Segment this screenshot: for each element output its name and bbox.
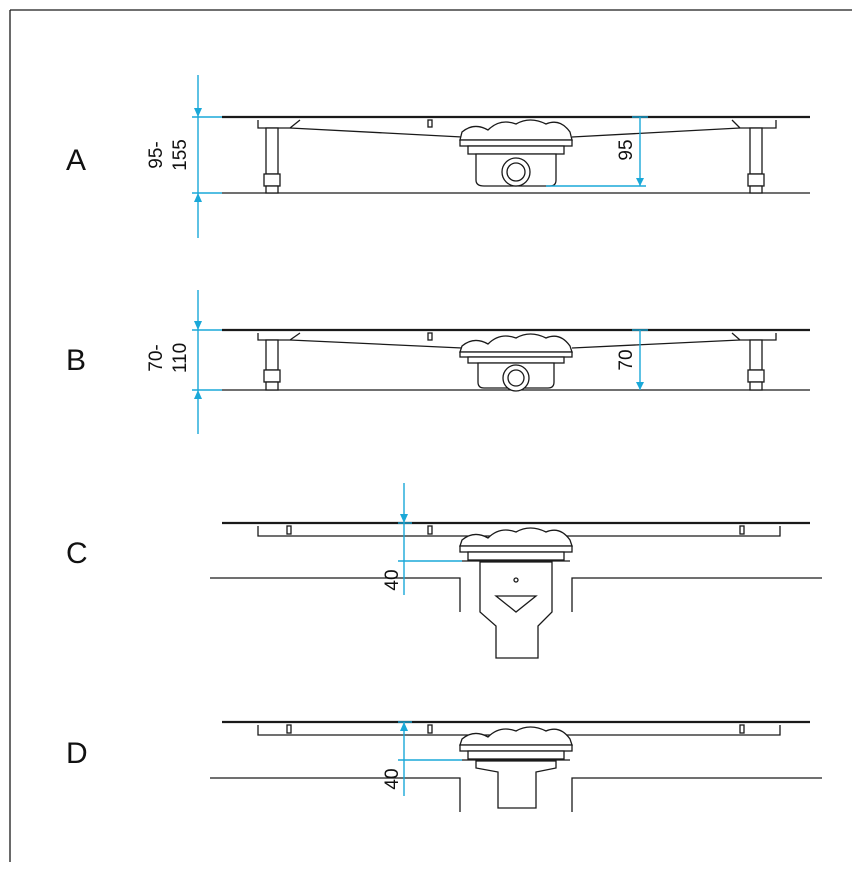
drain-flange xyxy=(459,139,573,147)
drain-cover xyxy=(459,527,573,547)
dim-arrow-top xyxy=(194,108,202,117)
frame-slope-right xyxy=(571,127,741,138)
leg-right xyxy=(749,127,763,175)
drain-seal xyxy=(467,750,565,760)
drain-seal xyxy=(467,356,565,364)
leg-right-foot xyxy=(747,173,765,187)
frame-right-bracket xyxy=(731,332,777,341)
drain-cover xyxy=(459,333,573,353)
dim-arrow-bottom xyxy=(194,390,202,399)
dim-height-text: 70 xyxy=(616,349,637,370)
leg-left-base xyxy=(265,381,279,391)
leg-left-foot xyxy=(263,173,281,187)
leg-right xyxy=(749,339,763,371)
dim-arrow-top xyxy=(400,722,408,731)
drain-outlet-inner xyxy=(506,162,526,182)
dim-range-top-text: 70- xyxy=(146,344,167,371)
dim-height-text: 40 xyxy=(382,569,403,590)
drain-outlet xyxy=(502,364,530,392)
variant-b: B 70- 110 70 xyxy=(66,290,810,434)
drain-flange xyxy=(459,545,573,553)
variant-a-label: A xyxy=(66,144,86,177)
drain-trap-hole xyxy=(513,577,519,583)
dim-height-arrow xyxy=(636,178,644,186)
floor-left xyxy=(210,777,461,812)
leg-left-foot xyxy=(263,369,281,383)
floor-right xyxy=(571,777,822,812)
dim-arrow-bottom xyxy=(194,193,202,202)
leg-right-base xyxy=(749,381,763,391)
drain-body xyxy=(479,561,553,659)
variant-b-label: B xyxy=(66,344,86,377)
variant-a: A 95- 155 xyxy=(66,75,810,238)
drain-flange xyxy=(459,351,573,358)
dim-height-text: 95 xyxy=(616,139,637,160)
dim-range-bottom-text: 155 xyxy=(170,139,191,171)
frame-tab xyxy=(427,119,433,128)
variant-c: C 40 xyxy=(66,483,822,659)
frame-slope-left xyxy=(289,127,463,138)
frame-slope-left xyxy=(289,339,463,349)
dim-height-text: 40 xyxy=(382,768,403,789)
variant-d-label: D xyxy=(66,737,88,770)
leg-right-foot xyxy=(747,369,765,383)
floor-left xyxy=(210,577,461,612)
dim-height-arrow xyxy=(636,382,644,390)
frame-tab-right xyxy=(739,724,745,734)
frame-tab xyxy=(427,332,433,341)
frame-tab-mid xyxy=(427,724,433,734)
leg-left xyxy=(265,127,279,175)
variant-c-label: C xyxy=(66,537,88,570)
drain-outlet xyxy=(501,157,531,187)
frame-left-bracket xyxy=(257,332,301,341)
frame-tab-left xyxy=(286,724,292,734)
drain-cover xyxy=(459,119,573,141)
drain-body xyxy=(475,760,557,809)
dim-range-top-text: 95- xyxy=(146,141,167,168)
drain-cover xyxy=(459,726,573,746)
frame-tab-mid xyxy=(427,525,433,535)
frame-tab-left xyxy=(286,525,292,535)
drain-seal xyxy=(467,551,565,561)
frame-slope-right xyxy=(571,339,741,349)
leg-left-base xyxy=(265,185,279,194)
drain-outlet-inner xyxy=(507,369,525,387)
leg-right-base xyxy=(749,185,763,194)
drain-seal xyxy=(467,145,565,155)
drain-trap-funnel xyxy=(494,595,538,613)
floor-right xyxy=(571,577,822,612)
variant-d: D 40 xyxy=(66,720,822,812)
leg-left xyxy=(265,339,279,371)
dim-arrow-top xyxy=(194,321,202,330)
frame-right-bracket xyxy=(731,119,777,129)
frame-left-bracket xyxy=(257,119,301,129)
dim-range-bottom-text: 110 xyxy=(170,343,191,373)
dim-arrow-top xyxy=(400,514,408,523)
drain-flange xyxy=(459,744,573,752)
frame-tab-right xyxy=(739,525,745,535)
